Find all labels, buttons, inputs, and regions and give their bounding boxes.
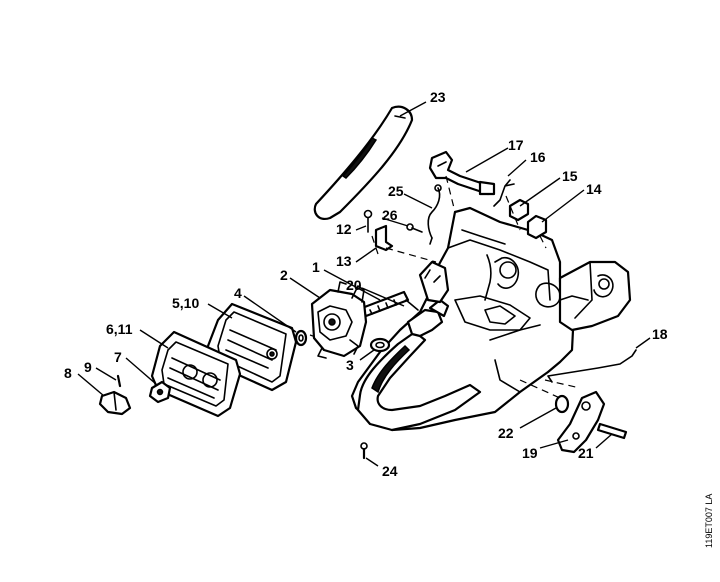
part-26-screw	[406, 223, 423, 233]
callout-25: 25	[388, 183, 404, 199]
callout-15: 15	[562, 168, 578, 184]
part-2-carburetor	[310, 281, 368, 359]
callout-4: 4	[234, 285, 242, 301]
part-13-bracket	[374, 224, 394, 252]
part-22-washer	[554, 394, 570, 414]
callout-3: 3	[346, 357, 354, 373]
callout-6-11: 6,11	[106, 321, 133, 337]
callout-5-10: 5,10	[172, 295, 199, 311]
leader-lines	[77, 101, 651, 467]
part-23-handle-grip	[313, 105, 414, 220]
muffler-housing	[558, 260, 632, 332]
part-18-rod	[547, 349, 637, 383]
callout-8: 8	[64, 365, 72, 381]
callout-16: 16	[530, 149, 546, 165]
callout-13: 13	[336, 253, 352, 269]
callout-24: 24	[382, 463, 398, 479]
engine-housing	[350, 206, 577, 432]
callout-2: 2	[280, 267, 288, 283]
part-21-pin	[596, 422, 628, 440]
callout-labels: 23 17 16 15 14 25 26 12 13 1 2 20 3 4 5,…	[64, 89, 668, 479]
callout-14: 14	[586, 181, 602, 197]
part-17-shaft	[428, 150, 496, 196]
part-4-gasket	[294, 329, 308, 347]
drawing-code: 119ET007 LA	[704, 494, 714, 548]
part-9-pin	[116, 374, 122, 388]
part-24-screw	[360, 442, 368, 460]
callout-7: 7	[114, 349, 122, 365]
part-6-11-filter	[150, 330, 242, 418]
callout-26: 26	[382, 207, 398, 223]
callout-1: 1	[312, 259, 320, 275]
part-12-screw	[363, 209, 373, 233]
part-7-nut	[148, 380, 172, 404]
callout-9: 9	[84, 359, 92, 375]
callout-17: 17	[508, 137, 524, 153]
callout-18: 18	[652, 326, 668, 342]
part-8-cap-nut	[98, 390, 132, 416]
part-20-screw	[405, 299, 419, 311]
callout-23: 23	[430, 89, 446, 105]
part-14-block	[526, 214, 548, 240]
part-25-cable	[427, 184, 442, 245]
callout-22: 22	[498, 425, 514, 441]
callout-21: 21	[578, 445, 594, 461]
part-15-block	[508, 198, 530, 222]
part-19-lever	[556, 390, 606, 454]
part-3-ring	[369, 337, 391, 353]
callout-20: 20	[346, 277, 362, 293]
part-16-spring	[493, 179, 515, 207]
callout-12: 12	[336, 221, 352, 237]
callout-19: 19	[522, 445, 538, 461]
